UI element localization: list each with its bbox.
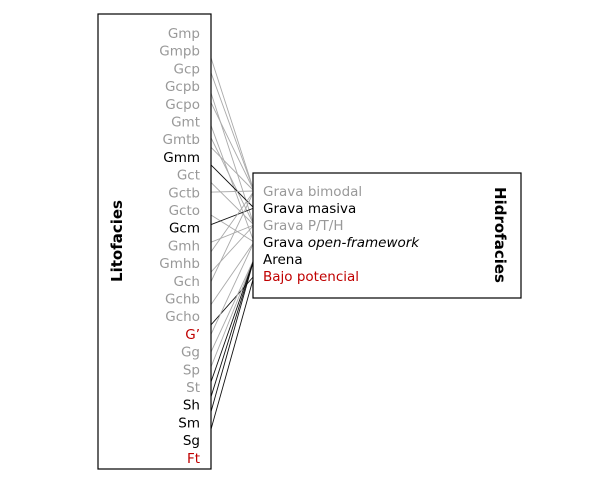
litofacies-label: Gcho [165, 309, 200, 325]
litofacies-label: Gct [177, 168, 200, 184]
hidrofacies-box [252, 172, 522, 299]
hidrofacies-label-part: Grava bimodal [263, 184, 362, 200]
litofacies-title: Litofacies [108, 200, 126, 282]
litofacies-label: Gmp [168, 26, 200, 42]
litofacies-label: Gg [181, 345, 200, 361]
litofacies-label: Gmpb [159, 44, 200, 60]
litofacies-box [97, 13, 212, 470]
litofacies-label: Sm [178, 415, 200, 431]
litofacies-label: Gctb [168, 185, 200, 201]
litofacies-label: Gmtb [163, 132, 200, 148]
hidrofacies-label: Arena [263, 252, 303, 268]
litofacies-label: Sp [183, 362, 200, 378]
litofacies-label: Gchb [165, 292, 200, 308]
hidrofacies-label-part: Grava [263, 235, 308, 251]
litofacies-label: St [186, 380, 200, 396]
hidrofacies-label: Bajo potencial [263, 269, 359, 285]
litofacies-label: Gch [174, 274, 200, 290]
hidrofacies-label: Grava masiva [263, 201, 356, 217]
hidrofacies-label: Grava open-framework [263, 235, 420, 251]
litofacies-label: Sh [183, 398, 200, 414]
litofacies-label: Gcp [174, 61, 200, 77]
litofacies-label: Ft [187, 451, 200, 467]
litofacies-label: Sg [183, 433, 200, 449]
litofacies-label: Gcm [169, 221, 200, 237]
litofacies-label: Gmt [171, 115, 200, 131]
hidrofacies-label-part: Grava P/T/H [263, 218, 343, 234]
hidrofacies-title: Hidrofacies [491, 187, 509, 283]
hidrofacies-label-part: open-framework [308, 235, 420, 251]
litofacies-label: G’ [185, 327, 200, 343]
hidrofacies-label-part: Bajo potencial [263, 269, 359, 285]
litofacies-label: Gcpb [165, 79, 200, 95]
litofacies-label: Gcto [169, 203, 200, 219]
litofacies-label: Gmh [168, 238, 200, 254]
hidrofacies-label: Grava bimodal [263, 184, 362, 200]
litofacies-label: Gmhb [159, 256, 200, 272]
litofacies-label: Gmm [163, 150, 200, 166]
hidrofacies-label-part: Grava masiva [263, 201, 356, 217]
hidrofacies-label: Grava P/T/H [263, 218, 343, 234]
litofacies-label: Gcpo [165, 97, 200, 113]
hidrofacies-label-part: Arena [263, 252, 303, 268]
litofacies-list: GmpGmpbGcpGcpbGcpoGmtGmtbGmmGctGctbGctoG… [159, 26, 200, 467]
